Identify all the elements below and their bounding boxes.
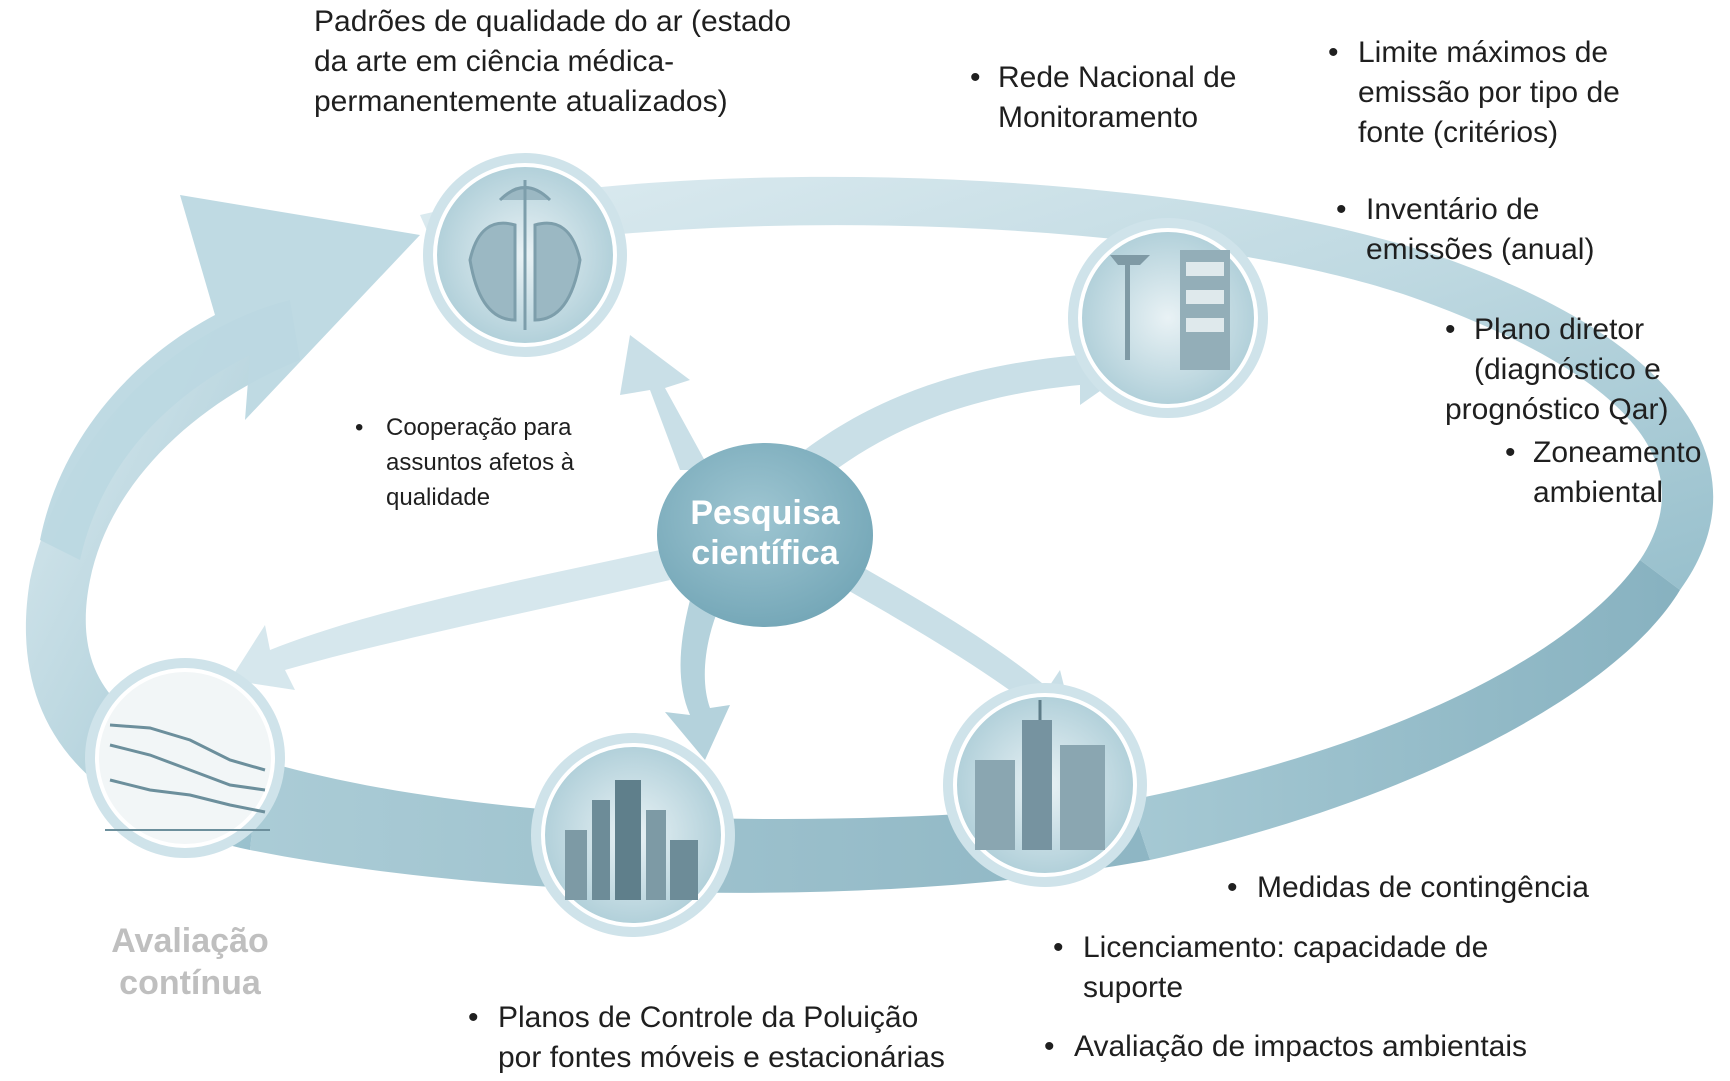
master-plan-line1: Plano diretor xyxy=(1474,313,1645,346)
cooperation-line1: Cooperação para xyxy=(386,414,572,441)
zoning-line2: ambiental xyxy=(1533,476,1664,509)
licensing-line1: Licenciamento: capacidade de xyxy=(1083,931,1489,964)
city-skyline-image xyxy=(531,733,735,937)
bullet-icon: • xyxy=(1227,871,1238,904)
bullet-icon: • xyxy=(1336,193,1347,226)
spoke-arrow-down xyxy=(665,600,730,760)
bullet-icon: • xyxy=(1044,1030,1055,1063)
bullet-icon: • xyxy=(1053,931,1064,964)
emission-inventory-line1: Inventário de xyxy=(1366,193,1540,226)
pollution-control-line2: por fontes móveis e estacionárias xyxy=(498,1041,945,1074)
cycle-ring-right xyxy=(1130,560,1680,860)
licensing-bullet: • Licenciamento: capacidade de suporte xyxy=(1053,928,1488,1008)
emission-limits-bullet: • Limite máximos de emissão por tipo de … xyxy=(1328,33,1620,153)
cycle-label-line1: Avaliação xyxy=(111,922,269,960)
monitoring-network-line2: Monitoramento xyxy=(998,101,1199,134)
center-label-line1: Pesquisa xyxy=(690,494,840,532)
lungs-image xyxy=(423,153,627,357)
industry-image xyxy=(943,683,1147,887)
spoke-arrow-downright xyxy=(830,560,1075,730)
bullet-icon: • xyxy=(1505,436,1516,469)
master-plan-line3: prognóstico Qar) xyxy=(1445,393,1669,426)
spoke-arrow-left xyxy=(230,550,670,690)
zoning-bullet: • Zoneamento ambiental xyxy=(1505,433,1701,513)
bullet-icon: • xyxy=(1445,313,1456,346)
center-node xyxy=(657,443,873,627)
cooperation-bullet: • Cooperação para assuntos afetos à qual… xyxy=(355,410,574,515)
bullet-icon: • xyxy=(1328,36,1339,69)
pollution-control-bullet: • Planos de Controle da Poluição por fon… xyxy=(468,998,945,1078)
contingency-bullet: • Medidas de contingência xyxy=(1227,868,1589,908)
cycle-label: Avaliação contínua xyxy=(85,920,295,1004)
emission-inventory-bullet: • Inventário de emissões (anual) xyxy=(1336,190,1594,270)
spoke-arrow-upright xyxy=(780,330,1130,490)
licensing-line2: suporte xyxy=(1083,971,1184,1004)
bullet-icon: • xyxy=(970,61,981,94)
impact-assessment-text: Avaliação de impactos ambientais xyxy=(1074,1030,1528,1063)
monitoring-network-line1: Rede Nacional de xyxy=(998,61,1237,94)
monitoring-network-bullet: • Rede Nacional de Monitoramento xyxy=(970,58,1237,138)
cycle-arrowhead xyxy=(40,195,420,560)
emission-limits-line1: Limite máximos de xyxy=(1358,36,1609,69)
air-quality-standards-line3: permanentemente atualizados) xyxy=(314,85,728,118)
emission-limits-line2: emissão por tipo de xyxy=(1358,76,1620,109)
cooperation-line3: qualidade xyxy=(386,484,491,511)
air-quality-standards-text: Padrões de qualidade do ar (estado da ar… xyxy=(314,2,791,122)
pollution-control-line1: Planos de Controle da Poluição xyxy=(498,1001,919,1034)
monitoring-station-image xyxy=(1068,218,1268,418)
bullet-icon: • xyxy=(468,1001,479,1034)
cycle-label-line2: contínua xyxy=(119,964,261,1002)
cycle-ring-top xyxy=(420,176,1714,590)
center-label: Pesquisa científica xyxy=(657,493,873,573)
center-label-line2: científica xyxy=(691,534,839,572)
air-quality-standards-line1: Padrões de qualidade do ar (estado xyxy=(314,5,792,38)
emission-inventory-line2: emissões (anual) xyxy=(1366,233,1595,266)
master-plan-line2: (diagnóstico e xyxy=(1474,353,1661,386)
zoning-line1: Zoneamento xyxy=(1533,436,1702,469)
impact-assessment-bullet: • Avaliação de impactos ambientais xyxy=(1044,1027,1527,1067)
cooperation-line2: assuntos afetos à xyxy=(386,449,575,476)
trend-chart-image xyxy=(85,658,285,858)
air-quality-standards-line2: da arte em ciência médica- xyxy=(314,45,675,78)
emission-limits-line3: fonte (critérios) xyxy=(1358,116,1559,149)
master-plan-bullet: • Plano diretor (diagnóstico e prognósti… xyxy=(1445,310,1668,430)
bullet-icon: • xyxy=(355,414,364,441)
spoke-arrow-up xyxy=(620,335,710,470)
contingency-text: Medidas de contingência xyxy=(1257,871,1589,904)
